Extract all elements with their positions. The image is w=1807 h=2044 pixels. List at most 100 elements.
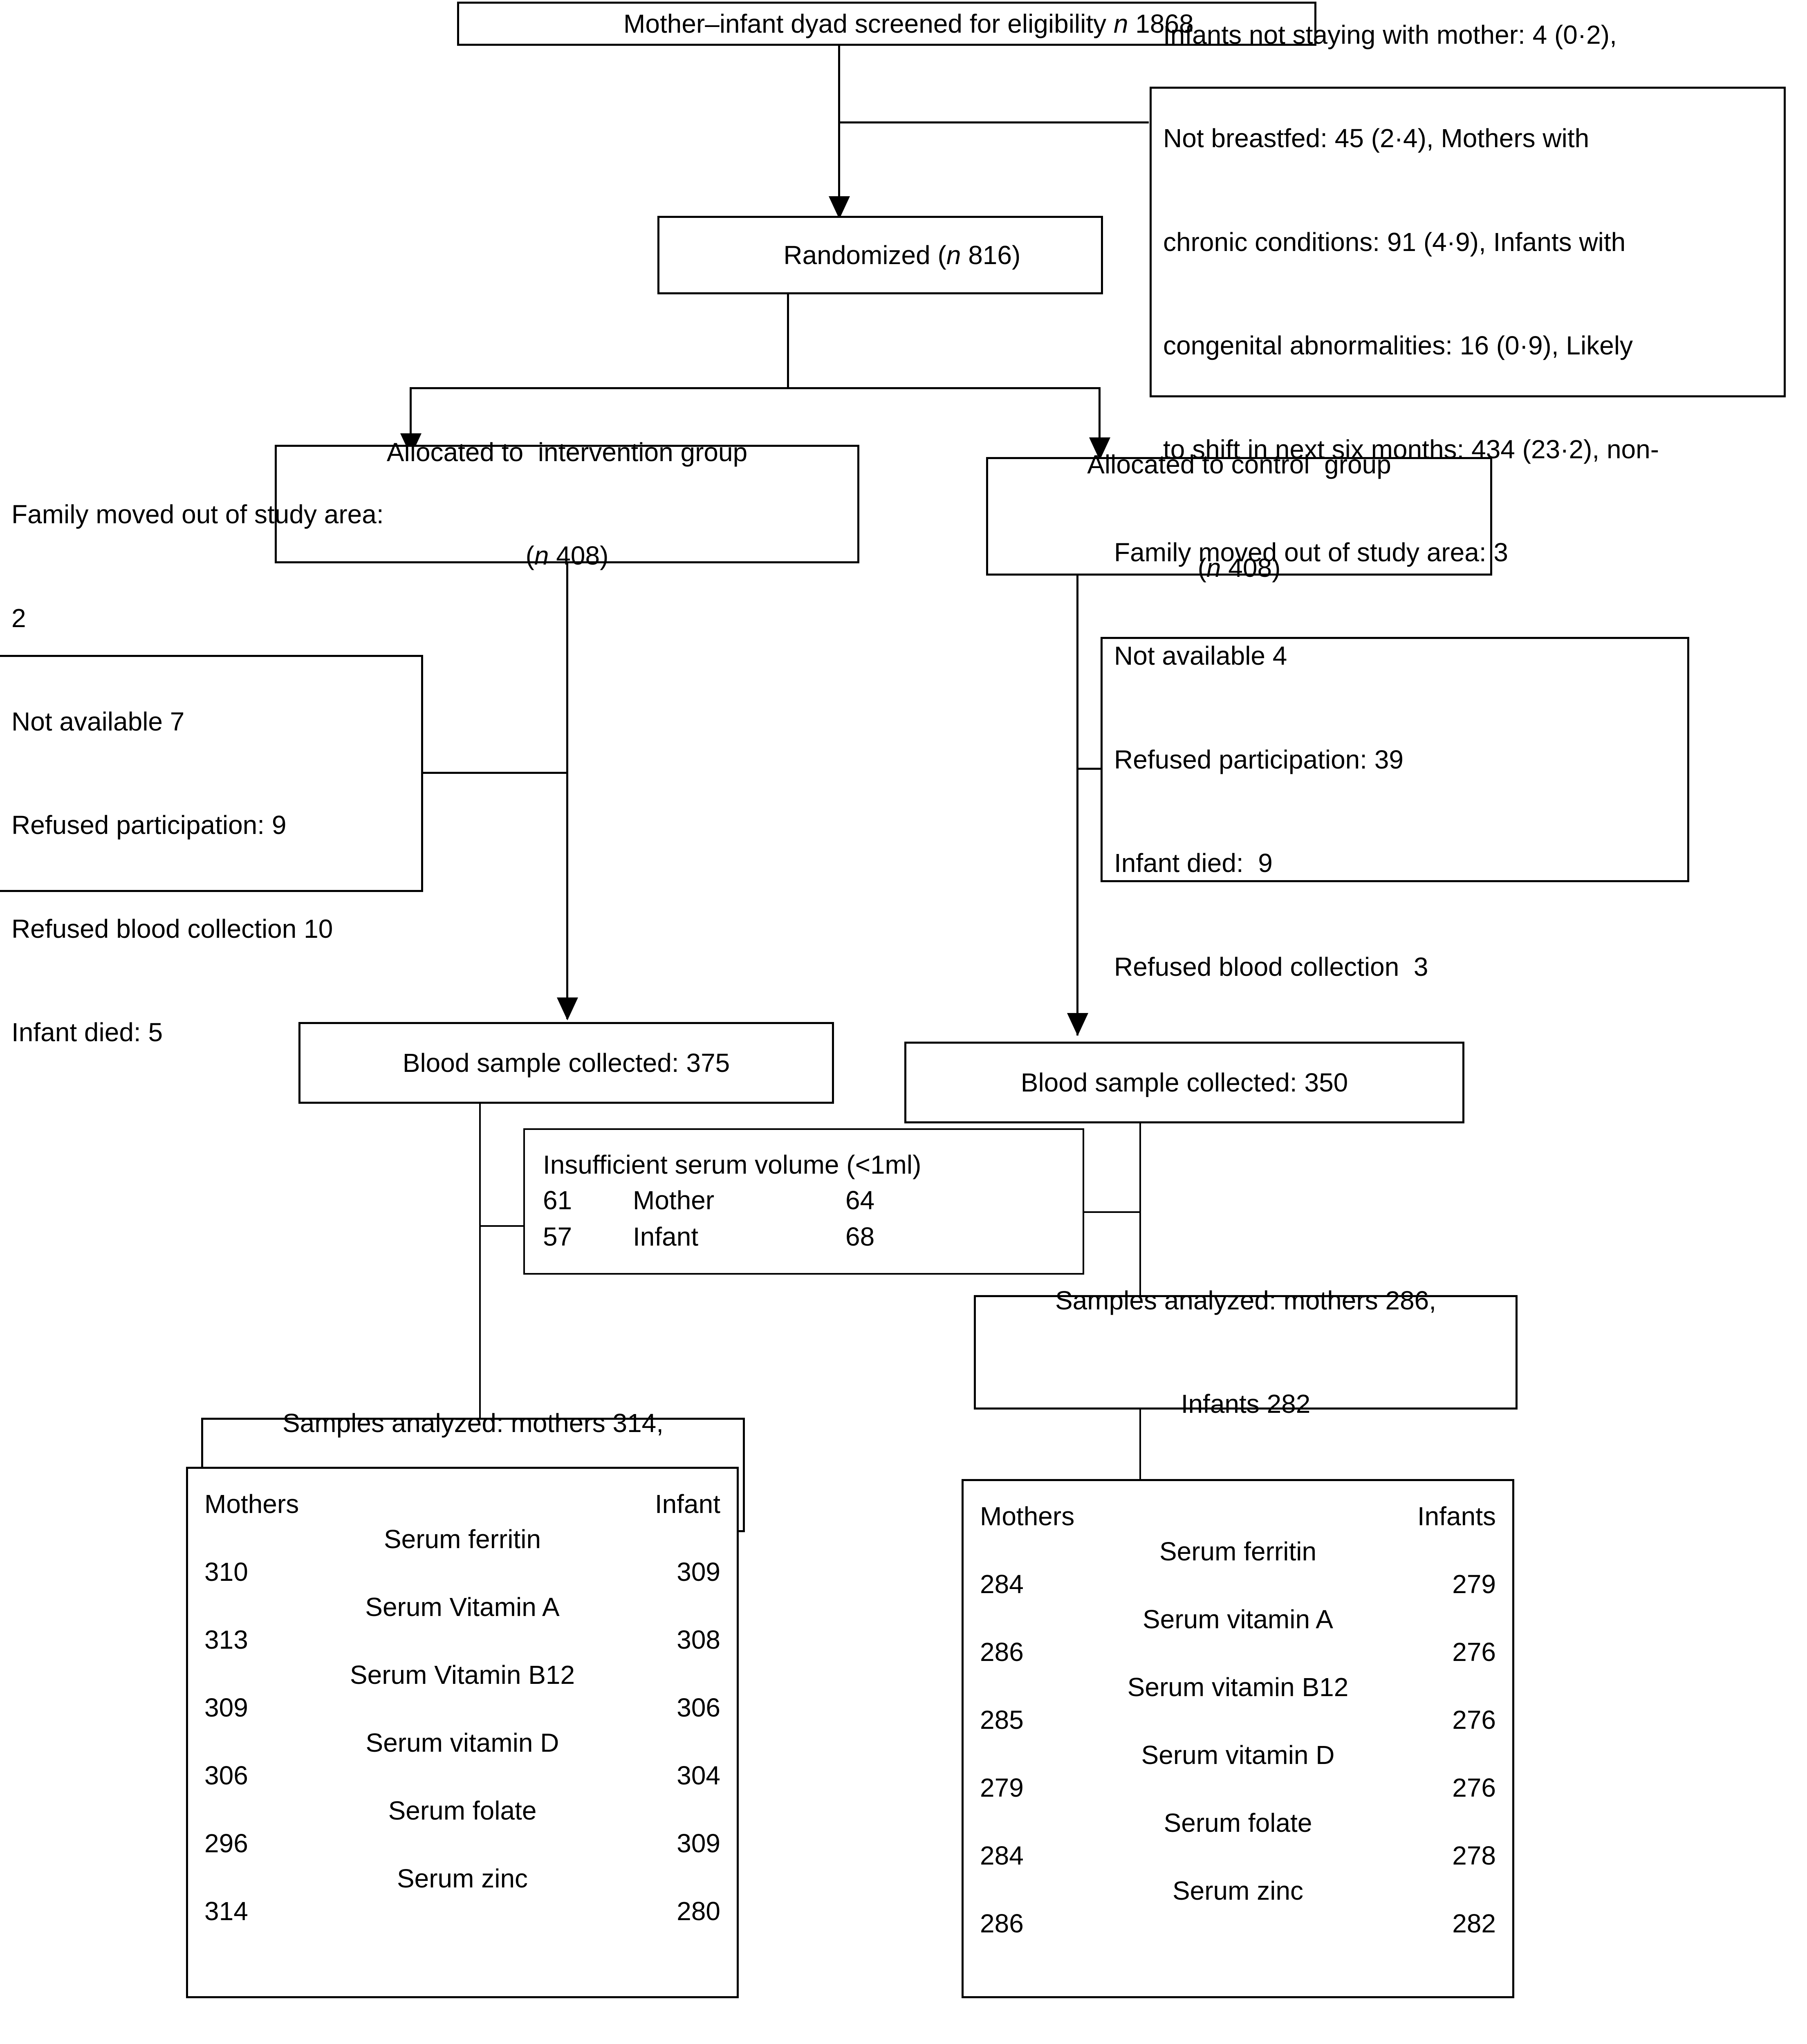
mn-ctl-header-infants: Infants bbox=[1417, 1502, 1496, 1531]
excluded-line-4: congenital abnormalities: 16 (0·9), Like… bbox=[1163, 331, 1633, 361]
mn-int-header-mothers: Mothers bbox=[204, 1489, 299, 1519]
connector-losses-control-tick bbox=[1076, 768, 1102, 770]
mn-int-infants-vitamin-d: 304 bbox=[677, 1761, 720, 1790]
mn-int-mothers-vitamin-b12: 309 bbox=[204, 1693, 248, 1722]
mn-int-values-ferritin: 310 309 bbox=[204, 1555, 720, 1588]
analyzed-intervention-line1: Samples analyzed: mothers 314, bbox=[282, 1408, 664, 1438]
mn-ctl-label-zinc: Serum zinc bbox=[1172, 1876, 1304, 1905]
arrowhead-control-to-blood bbox=[1067, 1013, 1088, 1036]
insufficient-serum-row-mother: 61 Mother 64 bbox=[525, 1182, 1083, 1219]
excluded-line-2: Not breastfed: 45 (2·4), Mothers with bbox=[1163, 123, 1590, 153]
analyzed-control-line2: Infants 282 bbox=[1181, 1389, 1311, 1419]
node-randomized: Randomized (n 816) bbox=[657, 216, 1103, 294]
mn-ctl-infants-vitamin-d: 276 bbox=[1452, 1773, 1496, 1802]
connector-randomized-down bbox=[787, 294, 789, 388]
mn-int-label-vitamin-b12: Serum Vitamin B12 bbox=[350, 1660, 575, 1690]
mn-ctl-group-vitamin-d: Serum vitamin D 279 276 bbox=[980, 1739, 1496, 1804]
node-allocated-intervention: Allocated to intervention group (n 408) bbox=[275, 437, 859, 570]
insufficient-infant-left: 57 bbox=[543, 1222, 572, 1252]
insufficient-serum-title: Insufficient serum volume (<1ml) bbox=[543, 1150, 921, 1180]
mn-ctl-infants-folate: 278 bbox=[1452, 1841, 1496, 1870]
connector-to-control bbox=[1099, 387, 1101, 440]
screened-italic-n: n bbox=[1113, 9, 1128, 38]
micronutrients-control-body: Mothers Infants Serum ferritin 284 279 S… bbox=[964, 1481, 1512, 1940]
mn-int-mothers-vitamin-d: 306 bbox=[204, 1761, 248, 1790]
mn-ctl-values-folate: 284 278 bbox=[980, 1839, 1496, 1872]
node-blood-control-text: Blood sample collected: 350 bbox=[1020, 1067, 1348, 1097]
diagram-footnote: The noted marginal reduction in the numb… bbox=[85, 2040, 1622, 2044]
mn-int-label-ferritin: Serum ferritin bbox=[383, 1524, 541, 1554]
connector-losses-intervention-tick bbox=[422, 772, 567, 774]
node-insufficient-serum: Insufficient serum volume (<1ml) 61 Moth… bbox=[523, 1128, 1084, 1275]
node-losses-intervention: Family moved out of study area: 2 Not av… bbox=[0, 500, 423, 1047]
node-allocated-control-text: Allocated to control group (n 408) bbox=[1076, 378, 1403, 654]
mn-int-infants-vitamin-b12: 306 bbox=[677, 1693, 720, 1722]
node-micronutrients-intervention: Mothers Infant Serum ferritin 310 309 Se… bbox=[186, 1467, 739, 1998]
node-screened: Mother–infant dyad screened for eligibil… bbox=[457, 2, 1316, 46]
connector-intervention-stem bbox=[566, 563, 568, 1019]
micronutrients-control-header: Mothers Infants bbox=[980, 1500, 1496, 1533]
mn-int-header-infants: Infant bbox=[655, 1489, 720, 1519]
arrowhead-to-randomized bbox=[829, 196, 850, 219]
mn-int-group-vitamin-d: Serum vitamin D 306 304 bbox=[204, 1726, 720, 1792]
losses-intervention-line-3: Not available 7 bbox=[11, 707, 185, 737]
mn-int-values-vitamin-d: 306 304 bbox=[204, 1759, 720, 1792]
mn-int-infants-folate: 309 bbox=[677, 1829, 720, 1858]
mn-int-values-zinc: 314 280 bbox=[204, 1895, 720, 1927]
excluded-line-3: chronic conditions: 91 (4·9), Infants wi… bbox=[1163, 227, 1626, 257]
alloc-intervention-line1: Allocated to intervention group bbox=[386, 437, 748, 467]
mn-int-label-zinc: Serum zinc bbox=[397, 1864, 528, 1893]
mn-ctl-label-vitamin-d: Serum vitamin D bbox=[1141, 1740, 1335, 1770]
insufficient-serum-row-infant: 57 Infant 68 bbox=[525, 1219, 1083, 1255]
mn-int-mothers-ferritin: 310 bbox=[204, 1557, 248, 1587]
mn-int-label-vitamin-d: Serum vitamin D bbox=[365, 1728, 559, 1757]
connector-blood-control-stem bbox=[1139, 1123, 1141, 1410]
mn-ctl-mothers-zinc: 286 bbox=[980, 1909, 1024, 1938]
mn-ctl-values-vitamin-a: 286 276 bbox=[980, 1636, 1496, 1668]
node-excluded: Excluded n (%) Infants not staying with … bbox=[1150, 20, 1786, 567]
node-blood-control: Blood sample collected: 350 bbox=[904, 1042, 1464, 1123]
losses-intervention-line-6: Infant died: 5 bbox=[11, 1018, 163, 1047]
mn-ctl-values-ferritin: 284 279 bbox=[980, 1568, 1496, 1600]
node-losses-control-text: Family moved out of study area: 3 Not av… bbox=[1103, 466, 1520, 1053]
mn-int-group-zinc: Serum zinc 314 280 bbox=[204, 1862, 720, 1927]
mn-int-group-folate: Serum folate 296 309 bbox=[204, 1794, 720, 1860]
node-analyzed-control: Samples analyzed: mothers 286, Infants 2… bbox=[974, 1286, 1518, 1419]
node-allocated-intervention-text: Allocated to intervention group (n 408) bbox=[375, 366, 759, 642]
connector-control-stem bbox=[1076, 576, 1078, 1035]
mn-ctl-mothers-ferritin: 284 bbox=[980, 1569, 1024, 1599]
insufficient-infant-label: Infant bbox=[633, 1222, 699, 1252]
analyzed-control-line1: Samples analyzed: mothers 286, bbox=[1055, 1286, 1437, 1316]
node-blood-intervention: Blood sample collected: 375 bbox=[298, 1022, 834, 1104]
connector-insufficient-right-tick bbox=[1083, 1211, 1141, 1213]
mn-int-mothers-zinc: 314 bbox=[204, 1896, 248, 1926]
alloc-intervention-line2: (n 408) bbox=[525, 541, 609, 571]
mn-ctl-mothers-folate: 284 bbox=[980, 1841, 1024, 1870]
mn-int-group-vitamin-b12: Serum Vitamin B12 309 306 bbox=[204, 1659, 720, 1724]
losses-control-line-4: Infant died: 9 bbox=[1114, 848, 1273, 878]
micronutrients-intervention-body: Mothers Infant Serum ferritin 310 309 Se… bbox=[188, 1469, 737, 1927]
mn-ctl-group-folate: Serum folate 284 278 bbox=[980, 1806, 1496, 1872]
mn-ctl-group-ferritin: Serum ferritin 284 279 bbox=[980, 1535, 1496, 1600]
connector-insufficient-left-tick bbox=[479, 1225, 535, 1227]
node-micronutrients-control: Mothers Infants Serum ferritin 284 279 S… bbox=[962, 1479, 1514, 1998]
insufficient-infant-right: 68 bbox=[845, 1222, 875, 1252]
mn-int-group-ferritin: Serum ferritin 310 309 bbox=[204, 1523, 720, 1588]
mn-ctl-group-zinc: Serum zinc 286 282 bbox=[980, 1874, 1496, 1940]
connector-to-excluded bbox=[838, 121, 1149, 123]
connector-blood-intervention-stem bbox=[479, 1104, 481, 1475]
mn-ctl-group-vitamin-a: Serum vitamin A 286 276 bbox=[980, 1603, 1496, 1668]
connector-analyzed-control-stem bbox=[1139, 1410, 1141, 1479]
node-analyzed-control-text: Samples analyzed: mothers 286, Infants 2… bbox=[1044, 1214, 1448, 1490]
mn-ctl-values-vitamin-d: 279 276 bbox=[980, 1771, 1496, 1804]
node-randomized-text: Randomized (n 816) bbox=[783, 240, 1021, 270]
node-losses-control: Family moved out of study area: 3 Not av… bbox=[1101, 538, 1689, 982]
mn-int-infants-zinc: 280 bbox=[677, 1896, 720, 1926]
mn-ctl-mothers-vitamin-b12: 285 bbox=[980, 1705, 1024, 1735]
alloc-control-line2: (n 408) bbox=[1197, 553, 1281, 583]
mn-int-mothers-vitamin-a: 313 bbox=[204, 1625, 248, 1654]
connector-screened-down bbox=[838, 46, 840, 209]
mn-int-label-folate: Serum folate bbox=[388, 1796, 537, 1825]
losses-intervention-line-4: Refused participation: 9 bbox=[11, 810, 287, 840]
